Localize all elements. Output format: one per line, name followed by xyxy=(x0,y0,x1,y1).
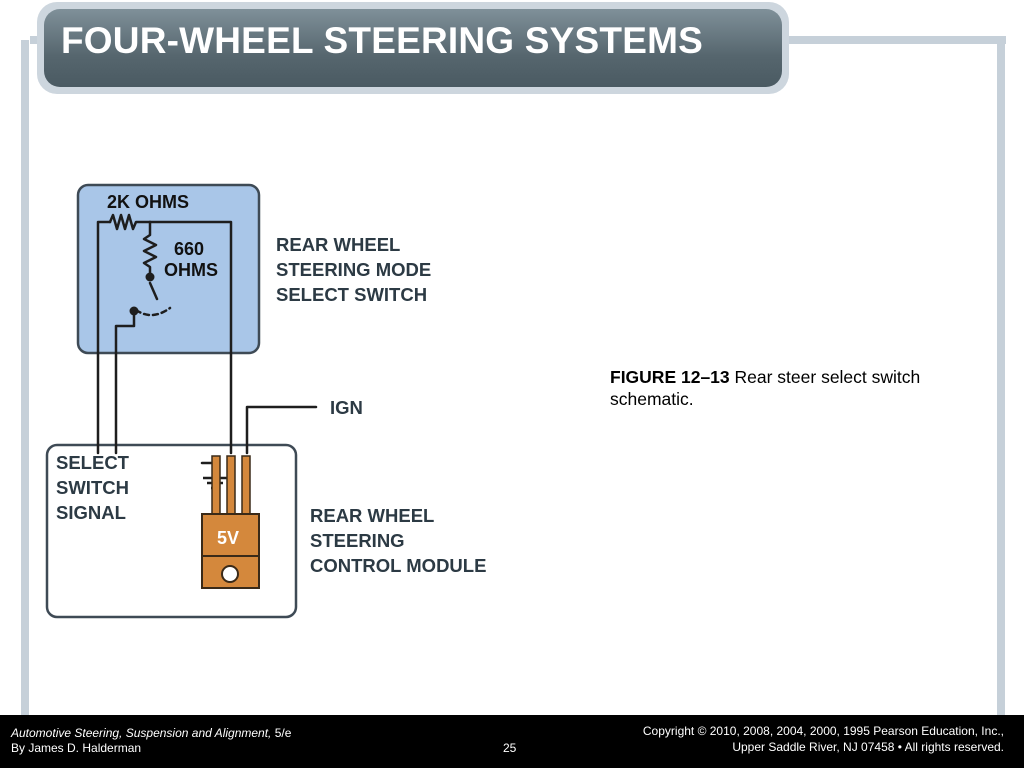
figure-caption: FIGURE 12–13 Rear steer select switch sc… xyxy=(610,366,940,410)
figure-number: FIGURE 12–13 xyxy=(610,367,730,387)
signal-label-line2: SWITCH xyxy=(56,477,129,498)
title-tab xyxy=(44,9,782,87)
switch-label-line2: STEERING MODE xyxy=(276,259,431,280)
footer-page-number: 25 xyxy=(503,741,517,755)
footer-copyright-line2: Upper Saddle River, NJ 07458 • All right… xyxy=(732,740,1004,754)
voltage-regulator xyxy=(201,455,260,589)
footer-author: By James D. Halderman xyxy=(11,741,142,755)
circuit-wires xyxy=(96,213,318,476)
regulator-label: 5V xyxy=(217,528,239,548)
resistor-660-label-line1: 660 xyxy=(174,239,204,259)
switch-pivot xyxy=(145,272,155,282)
resistor-660-label-line2: OHMS xyxy=(164,260,218,280)
switch-label-line3: SELECT SWITCH xyxy=(276,284,427,305)
signal-label-line1: SELECT xyxy=(56,452,130,473)
figure-caption-text: Rear steer select switch schematic. xyxy=(610,367,921,409)
rear-steer-switch-schematic: 2K OHMS 660 OHMS REAR WHEEL STEERING MOD… xyxy=(45,183,486,619)
footer-book: Automotive Steering, Suspension and Alig… xyxy=(11,726,291,740)
module-label-line2: STEERING xyxy=(310,530,405,551)
footer-edition: 5/e xyxy=(271,726,292,740)
switch-label-line1: REAR WHEEL xyxy=(276,234,400,255)
module-label-line1: REAR WHEEL xyxy=(310,505,434,526)
slide-frame-right xyxy=(997,40,1005,716)
resistor-2k-label: 2K OHMS xyxy=(107,192,189,212)
slide-frame-left xyxy=(21,40,29,716)
footer-copyright-line1: Copyright © 2010, 2008, 2004, 2000, 1995… xyxy=(642,724,1004,738)
signal-label-line3: SIGNAL xyxy=(56,502,126,523)
footer-book-title: Automotive Steering, Suspension and Alig… xyxy=(11,726,272,740)
module-label-line3: CONTROL MODULE xyxy=(310,555,486,576)
switch-contact xyxy=(129,306,139,316)
slide-title: FOUR-WHEEL STEERING SYSTEMS xyxy=(61,20,703,61)
resistor-660 xyxy=(142,220,158,275)
resistor-2k xyxy=(108,213,152,231)
ign-label: IGN xyxy=(330,397,363,418)
slide-footer: Automotive Steering, Suspension and Alig… xyxy=(0,715,1024,768)
